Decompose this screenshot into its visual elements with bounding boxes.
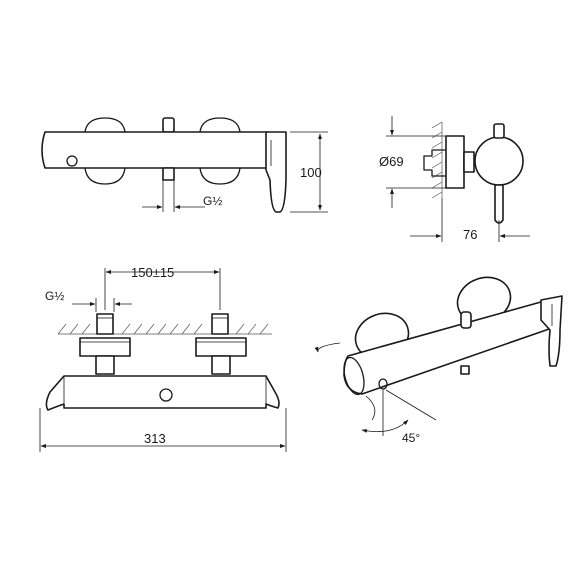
inlet-stub-top xyxy=(162,167,175,181)
connector-right xyxy=(211,355,231,375)
top-view: 100 G½ xyxy=(41,117,328,213)
inlet-left xyxy=(96,313,114,335)
connector-left xyxy=(95,355,115,375)
right-flange-top xyxy=(199,117,241,133)
mixer-body-front xyxy=(45,375,280,411)
label-length: 313 xyxy=(144,431,166,446)
persp-lever xyxy=(540,295,563,367)
side-body-circle xyxy=(474,136,524,186)
rotation-arrow xyxy=(314,342,341,353)
left-flange-bottom xyxy=(84,167,126,185)
persp-body-end xyxy=(343,356,365,396)
lever-handle-top xyxy=(265,131,287,213)
persp-outlet xyxy=(378,378,388,390)
side-connector xyxy=(463,151,475,173)
side-pipe xyxy=(423,149,447,177)
side-flange xyxy=(445,135,465,189)
label-thread-front: G½ xyxy=(45,289,64,303)
side-button xyxy=(493,123,505,139)
label-diameter: Ø69 xyxy=(379,154,404,169)
diverter-button-top xyxy=(162,117,175,133)
label-spacing: 150±15 xyxy=(131,265,174,280)
left-flange-top xyxy=(84,117,126,133)
label-angle: 45° xyxy=(402,431,420,445)
persp-side-stub xyxy=(460,365,470,375)
front-view: 150±15 G½ xyxy=(39,265,287,452)
perspective-view: 45° xyxy=(314,276,563,445)
wall-hatch xyxy=(57,323,269,335)
label-projection: 76 xyxy=(463,227,477,242)
front-outlet xyxy=(159,388,173,402)
angle-arc xyxy=(361,419,409,433)
label-thread-top: G½ xyxy=(203,194,222,208)
flange-left xyxy=(79,337,131,357)
outlet-circle xyxy=(66,155,78,167)
persp-button xyxy=(460,311,472,329)
rotation-arrow-lower xyxy=(365,395,376,421)
side-view: Ø69 76 xyxy=(379,116,530,242)
side-lever xyxy=(494,184,504,224)
right-flange-bottom xyxy=(199,167,241,185)
label-height: 100 xyxy=(300,165,322,180)
angle-line-diagonal xyxy=(385,389,437,421)
mixer-body-top xyxy=(41,131,269,169)
inlet-right xyxy=(211,313,229,335)
flange-right xyxy=(195,337,247,357)
